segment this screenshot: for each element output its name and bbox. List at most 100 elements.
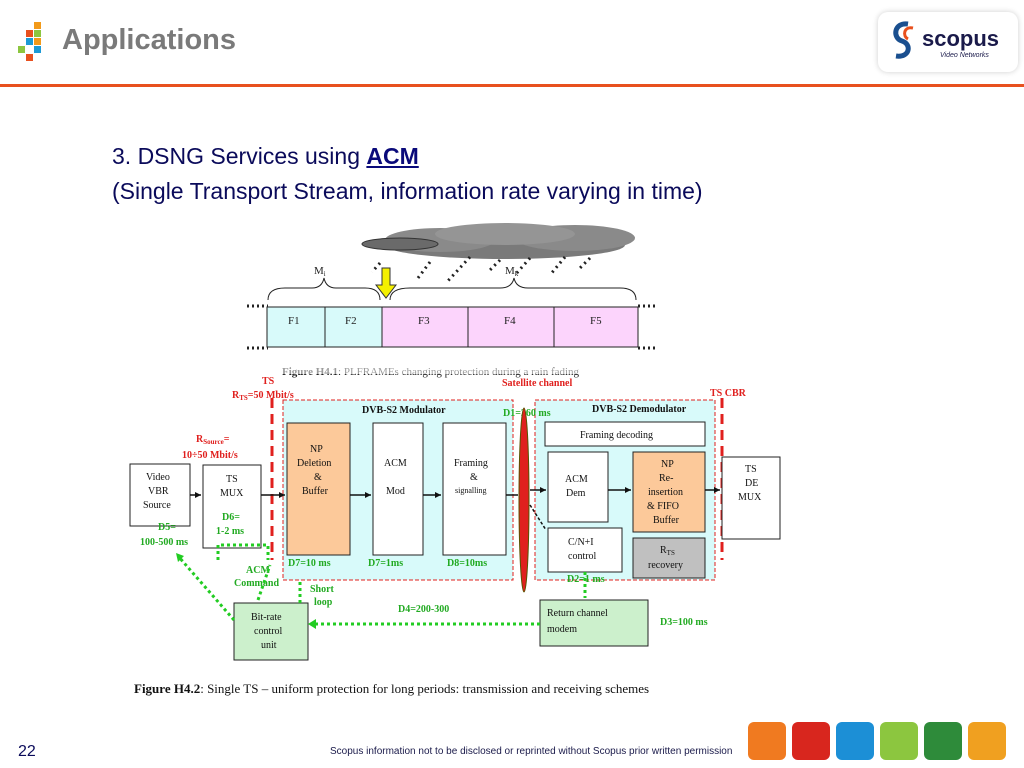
acm-mod-l1: ACM [384,458,407,469]
d7b-label: D7=1ms [368,558,403,569]
dsng-diagram: Mi Mk F1 F2 F3 F4 F5 Figure H4.1: PLFRAM… [129,223,781,696]
footer-icons [748,722,1012,762]
framing-l3: signalling [455,486,487,495]
np-reinsertion-l3: insertion [648,487,683,498]
rsource-value: 10÷50 Mbit/s [182,450,238,461]
bitrate-control-box [233,602,309,661]
ts-cbr-label: TS CBR [710,388,747,399]
ts-mux-l2: MUX [220,488,244,499]
ts-demux-l3: MUX [738,492,762,503]
frame-f2-label: F2 [345,315,357,327]
np-reinsertion-l4: & FIFO [647,501,679,512]
satellite-icon [748,722,786,760]
video-source-l3: Source [143,500,171,511]
frame-f1 [266,306,326,348]
m-left-label: Mi [314,265,326,278]
acm-command-l2: Command [234,578,279,589]
ts-label: TS [262,376,275,387]
return-modem-box [539,599,649,647]
np-deletion-l2: Deletion [297,458,331,469]
green-arrow-head [308,619,316,629]
d1-label: D1=260 ms [503,408,551,419]
frame-f2 [324,306,383,348]
app-logo-squares [16,22,46,62]
framing-l1: Framing [454,458,488,469]
d8-label: D8=10ms [447,558,487,569]
frame-f3-label: F3 [418,315,430,327]
frame-f5 [553,306,639,348]
bitrate-l2: control [254,626,283,637]
d6-l2: 1-2 ms [216,526,244,537]
np-deletion-l3: & [314,472,322,483]
cn-control-l1: C/N+I [568,537,594,548]
d7-label: D7=10 ms [288,558,331,569]
ts-demux-l1: TS [745,464,757,475]
section-heading-line2: (Single Transport Stream, information ra… [112,178,703,204]
email-icon [968,722,1006,760]
green-arrow-head-2 [176,553,184,562]
frame-f3 [381,306,469,348]
video-source-box [129,463,191,527]
page-number: 22 [18,743,36,760]
cn-control-l2: control [568,551,597,562]
ts-demux-box [721,456,781,540]
acm-dem-l1: ACM [565,474,588,485]
framing-l2: & [470,472,478,483]
d5-l1: D5= [158,522,176,533]
bitrate-l3: unit [261,640,277,651]
modulator-title: DVB-S2 Modulator [362,405,446,416]
framing-box [442,422,507,556]
antenna-icon [880,722,918,760]
framing-decoding-box [544,421,706,447]
acm-mod-l3: Mod [386,486,405,497]
m-right-label: Mk [505,265,519,278]
d4-label: D4=200-300 [398,604,449,615]
satellite-channel-label: Satellite channel [502,378,572,389]
heading-prefix: 3. DSNG Services using [112,143,367,169]
np-deletion-l1: NP [310,444,323,455]
mobile-phone-icon [924,722,962,760]
cloud-icon [836,722,874,760]
bitrate-l1: Bit-rate [251,612,282,623]
heading-emphasis: ACM [366,143,419,169]
demodulator-title: DVB-S2 Demodulator [592,404,687,415]
page-title: Applications [62,24,237,56]
acm-dem-box [547,451,609,523]
rts-recovery-l1: RTS [660,545,675,557]
video-source-l2: VBR [148,486,169,497]
rts-label: RTS=50 Mbit/s [232,390,294,402]
rain-cloud-icon [361,223,635,259]
ts-mux-l1: TS [226,474,238,485]
scopus-logo: scopus Video Networks [878,12,1018,72]
d6-l1: D6= [222,512,240,523]
rsource-label: RSource= [196,434,230,446]
rts-recovery-l2: recovery [648,560,683,571]
acm-mod-box [372,422,424,556]
d5-l2: 100-500 ms [140,537,188,548]
cn-control-box [547,527,623,573]
np-deletion-box [286,422,351,556]
return-modem-l1: Return channel [547,608,608,619]
np-deletion-l4: Buffer [302,486,329,497]
section-heading-line1: 3. DSNG Services using ACM [112,143,419,170]
np-reinsertion-box [632,451,706,533]
frame-f4-label: F4 [504,315,516,327]
acm-dem-l2: Dem [566,488,586,499]
frame-f4 [467,306,555,348]
np-reinsertion-l1: NP [661,459,674,470]
np-reinsertion-l5: Buffer [653,515,680,526]
acm-command-l1: ACM [246,565,270,576]
ts-demux-l2: DE [745,478,758,489]
np-reinsertion-l2: Re- [659,473,673,484]
footer-notice: Scopus information not to be disclosed o… [330,746,733,757]
network-icon [792,722,830,760]
d3-label: D3=100 ms [660,617,708,628]
figure2-caption: Figure H4.2: Single TS – uniform protect… [134,681,649,696]
frame-f5-label: F5 [590,315,602,327]
return-modem-l2: modem [547,624,577,635]
short-loop-l1: Short [310,584,335,595]
framing-decoding-label: Framing decoding [580,430,653,441]
ts-mux-box [202,464,262,549]
video-source-l1: Video [146,472,170,483]
rts-recovery-box [632,537,706,579]
